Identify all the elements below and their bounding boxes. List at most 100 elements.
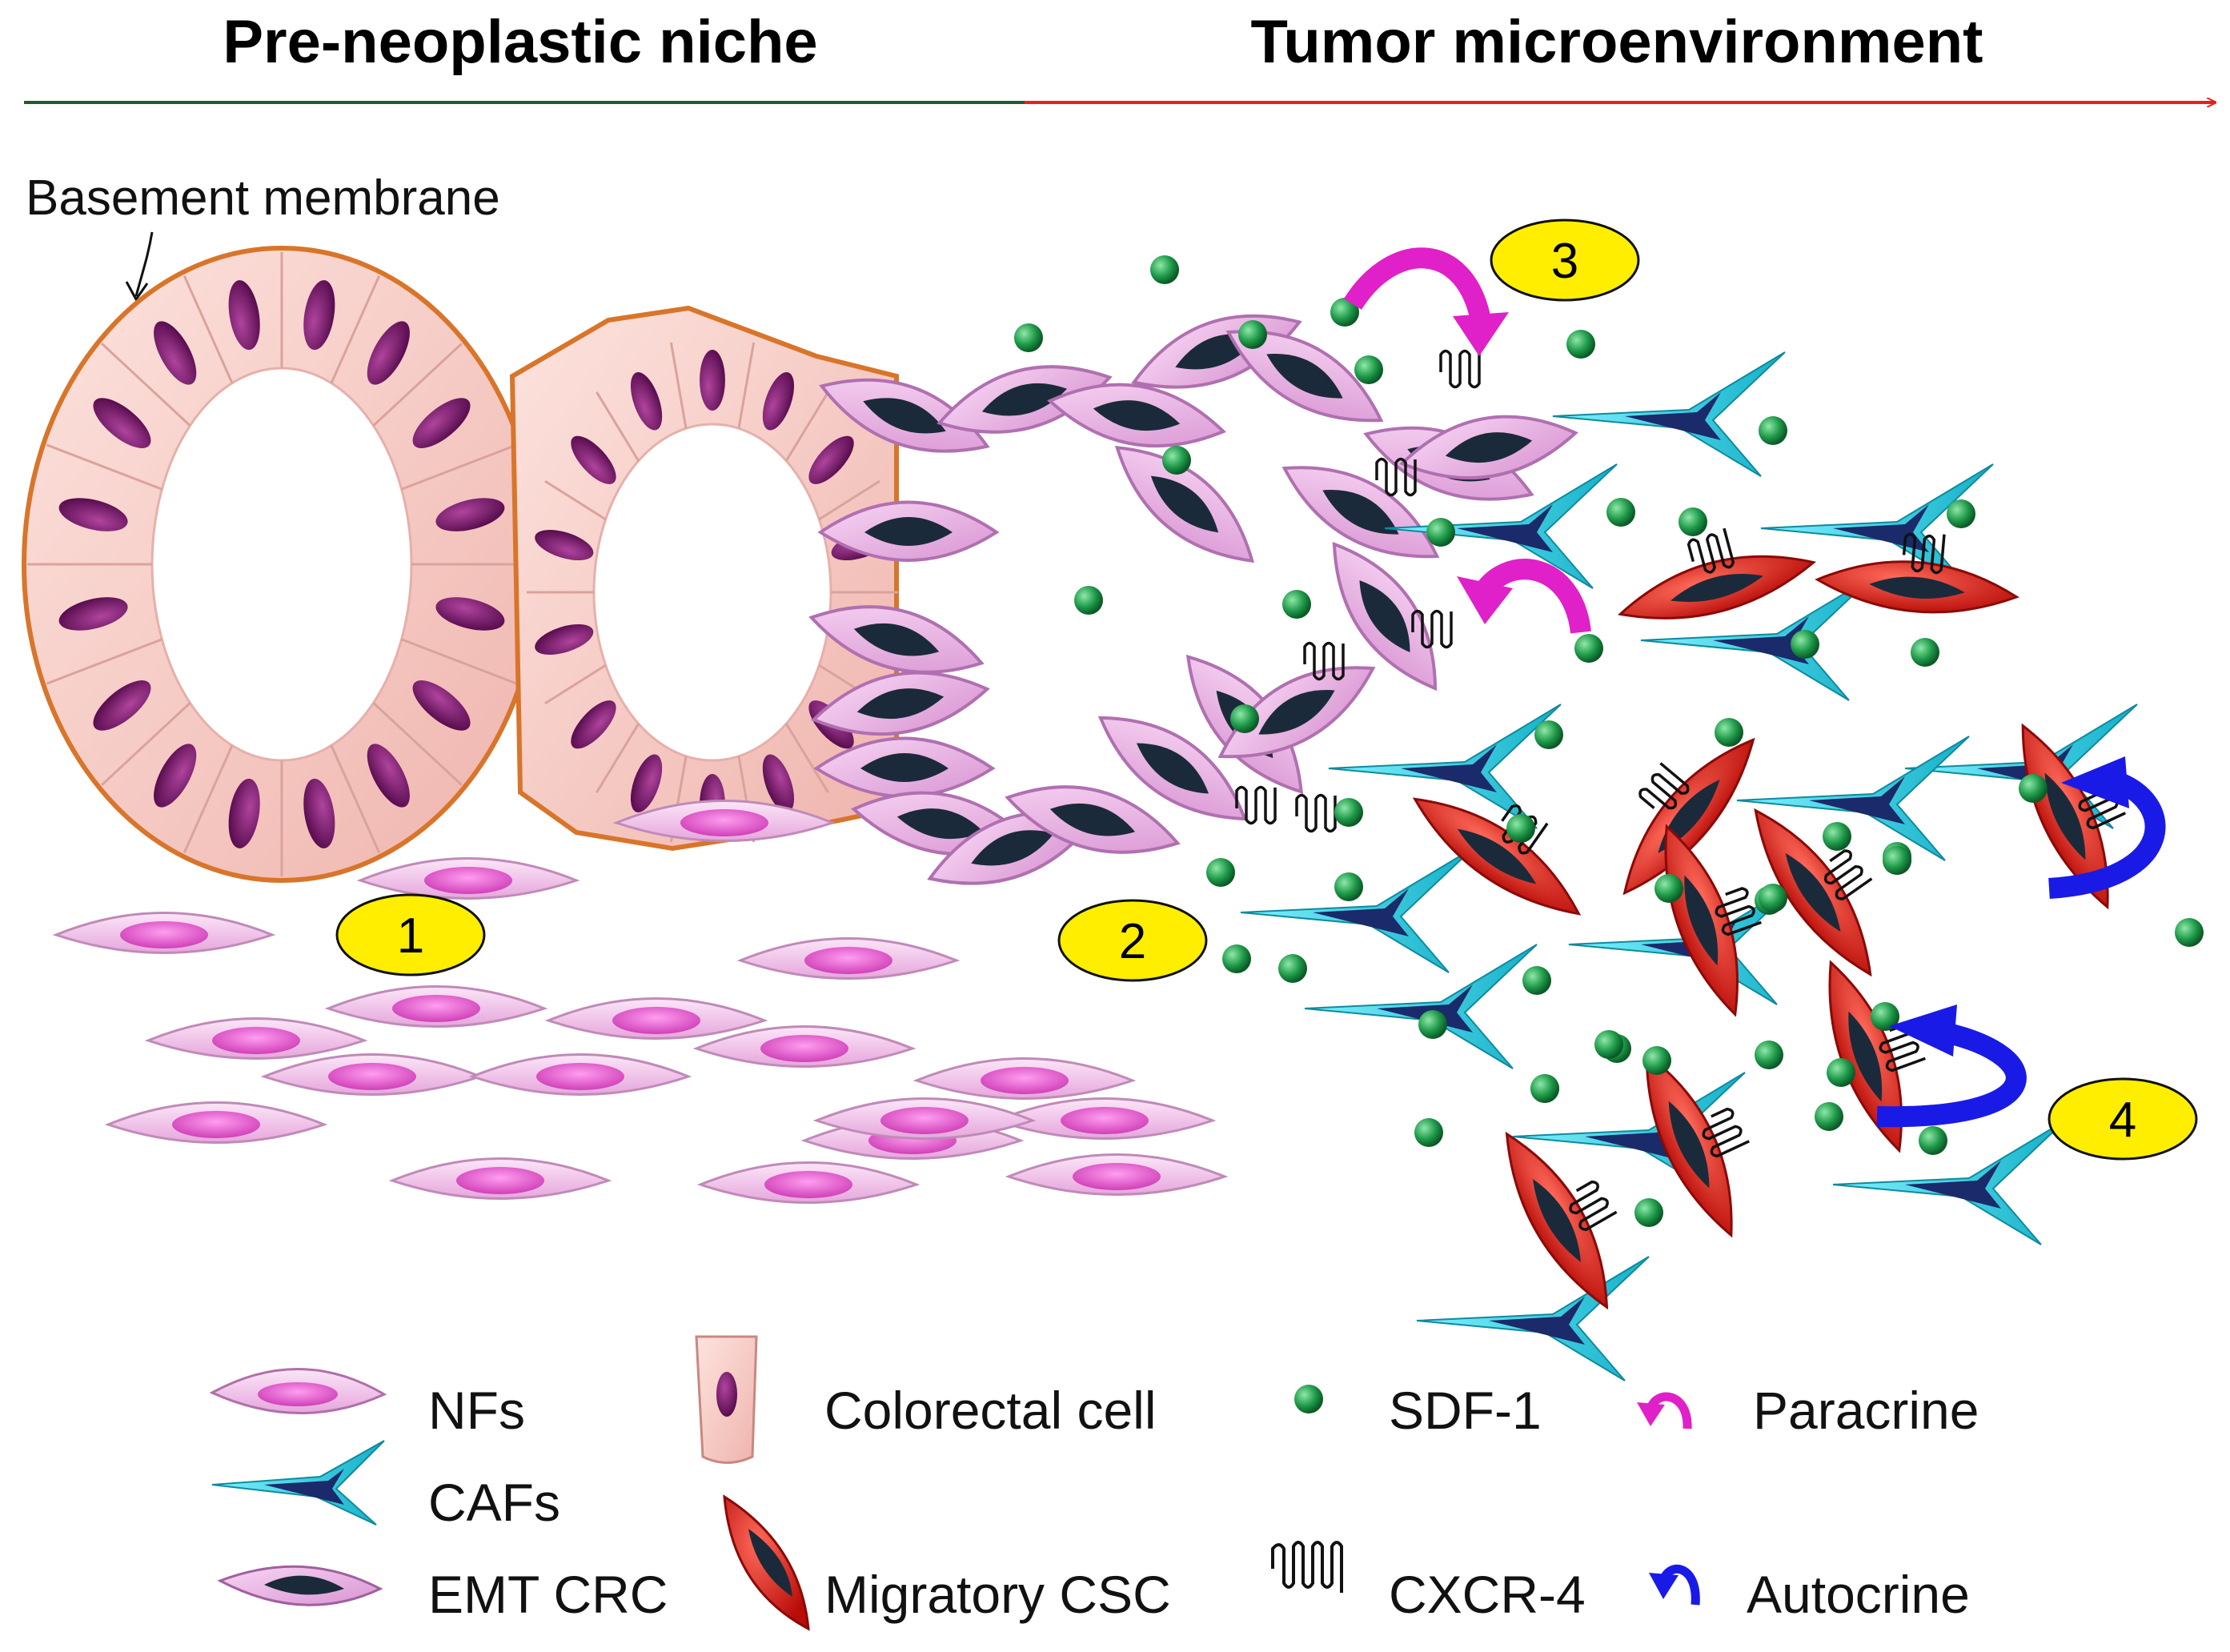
legend-cxcr4-label: CXCR-4 xyxy=(1389,1565,1586,1624)
cell-border xyxy=(401,443,518,491)
colorectal-nucleus xyxy=(303,778,335,848)
cxcr4-receptor xyxy=(1638,762,1690,810)
colorectal-nucleus xyxy=(571,700,616,749)
legend-csc-icon xyxy=(723,1494,810,1631)
cell-border xyxy=(596,723,640,793)
sdf1-dot xyxy=(1530,1074,1559,1103)
cxcr4-receptor xyxy=(1439,349,1481,389)
sdf1-dot xyxy=(1679,507,1707,536)
autocrine-arrow-right xyxy=(2048,756,2166,899)
caf-cell xyxy=(1552,351,1786,477)
cell-border xyxy=(596,391,640,462)
migratory-csc-cell xyxy=(1617,527,1817,620)
cell-border xyxy=(46,443,162,491)
sdf1-dot xyxy=(1238,320,1267,349)
colorectal-nucleus xyxy=(700,350,725,411)
emt-crc-cell xyxy=(819,378,990,453)
nf-cell xyxy=(993,1097,1217,1140)
cell-border xyxy=(372,702,463,786)
legend-cxcr4-icon xyxy=(1271,1541,1343,1593)
emt-crc-cell xyxy=(1097,716,1248,821)
cxcr4-receptor xyxy=(1702,1107,1751,1158)
cell-border xyxy=(101,702,191,786)
sdf1-dot xyxy=(1162,446,1191,475)
cxcr4-receptor xyxy=(1411,609,1453,649)
crypt-middle xyxy=(509,305,899,852)
sdf1-dot xyxy=(1642,1046,1671,1075)
colorectal-nucleus xyxy=(630,754,663,813)
nf-cell xyxy=(544,997,768,1040)
caf-cell xyxy=(1328,704,1562,829)
migratory-csc-cell xyxy=(1412,797,1582,916)
legend-autocrine-label: Autocrine xyxy=(1747,1565,1970,1624)
colorectal-nucleus xyxy=(93,680,151,731)
colorectal-nucleus xyxy=(535,624,594,655)
cell-border xyxy=(669,342,688,429)
legend-csc-label: Migratory CSC xyxy=(824,1565,1171,1624)
emt-crc-cell xyxy=(1005,785,1181,854)
sdf1-dot xyxy=(2175,918,2204,947)
cell-border xyxy=(330,744,381,853)
sdf1-dot xyxy=(1334,872,1363,901)
cell-border xyxy=(784,723,829,793)
caf-cell xyxy=(1832,1120,2066,1245)
sdf1-dot xyxy=(1506,814,1535,843)
nf-cell xyxy=(388,1157,612,1200)
legend-colorectal-icon xyxy=(695,1335,758,1464)
sdf1-dot xyxy=(1206,858,1235,887)
sdf1-dot xyxy=(1150,255,1179,284)
colorectal-nucleus xyxy=(58,597,128,631)
legend-paracrine-icon xyxy=(1637,1392,1692,1429)
cxcr4-receptor xyxy=(1902,532,1946,575)
sdf1-dot xyxy=(1354,355,1383,384)
sdf1-dot xyxy=(1574,634,1603,663)
sdf1-dot xyxy=(1414,1118,1443,1147)
cell-border xyxy=(182,275,234,384)
colorectal-nucleus xyxy=(58,498,128,531)
step-badge-2: 2 xyxy=(1057,899,1208,982)
sdf1-dot xyxy=(1883,846,1911,875)
autocrine-arrow-lower xyxy=(1876,1004,2027,1128)
sdf1-dot xyxy=(1911,638,1939,667)
svg-text:1: 1 xyxy=(397,908,424,964)
crypt-left xyxy=(22,246,542,883)
colorectal-nucleus xyxy=(412,398,471,448)
sdf1-dot xyxy=(1334,798,1363,827)
migratory-csc-cell xyxy=(1645,1051,1751,1238)
legend-emt-icon xyxy=(217,1565,383,1606)
legend-cafs-icon xyxy=(211,1440,385,1526)
normal-fibroblasts xyxy=(52,800,1229,1204)
sdf1-dot xyxy=(1755,1041,1783,1069)
nf-cell xyxy=(812,1097,1037,1140)
legend-emt-label: EMT CRC xyxy=(428,1565,668,1624)
svg-text:2: 2 xyxy=(1119,914,1146,969)
cell-border xyxy=(330,275,381,384)
sdf1-dot xyxy=(1330,298,1359,327)
sdf1-dot xyxy=(1947,499,1975,528)
emt-crc-cell xyxy=(937,365,1113,434)
colorectal-nucleus xyxy=(228,280,260,351)
nf-cell xyxy=(104,1101,328,1144)
nf-cell xyxy=(468,1053,692,1096)
crypt-lumen xyxy=(150,367,413,762)
colorectal-nucleus xyxy=(367,744,410,808)
cell-border xyxy=(182,744,234,853)
cxcr4-receptor xyxy=(1375,457,1417,497)
nf-cell xyxy=(612,800,836,842)
colorectal-nucleus xyxy=(435,597,505,631)
svg-text:3: 3 xyxy=(1551,234,1578,289)
sdf1-dot xyxy=(2019,774,2048,803)
sdf1-dot xyxy=(1815,1102,1843,1131)
nf-cell xyxy=(260,1053,484,1096)
step-badge-4: 4 xyxy=(2048,1077,2198,1161)
caf-cell xyxy=(1304,944,1538,1069)
cell-border xyxy=(737,342,756,429)
colorectal-nucleus xyxy=(303,280,335,351)
sdf1-dot xyxy=(1566,330,1595,359)
cell-border xyxy=(401,638,518,685)
cxcr4-receptor xyxy=(1235,785,1277,825)
emt-crc-cell xyxy=(1399,415,1578,480)
cell-border xyxy=(101,343,191,427)
sdf1-dot xyxy=(1418,1010,1447,1039)
